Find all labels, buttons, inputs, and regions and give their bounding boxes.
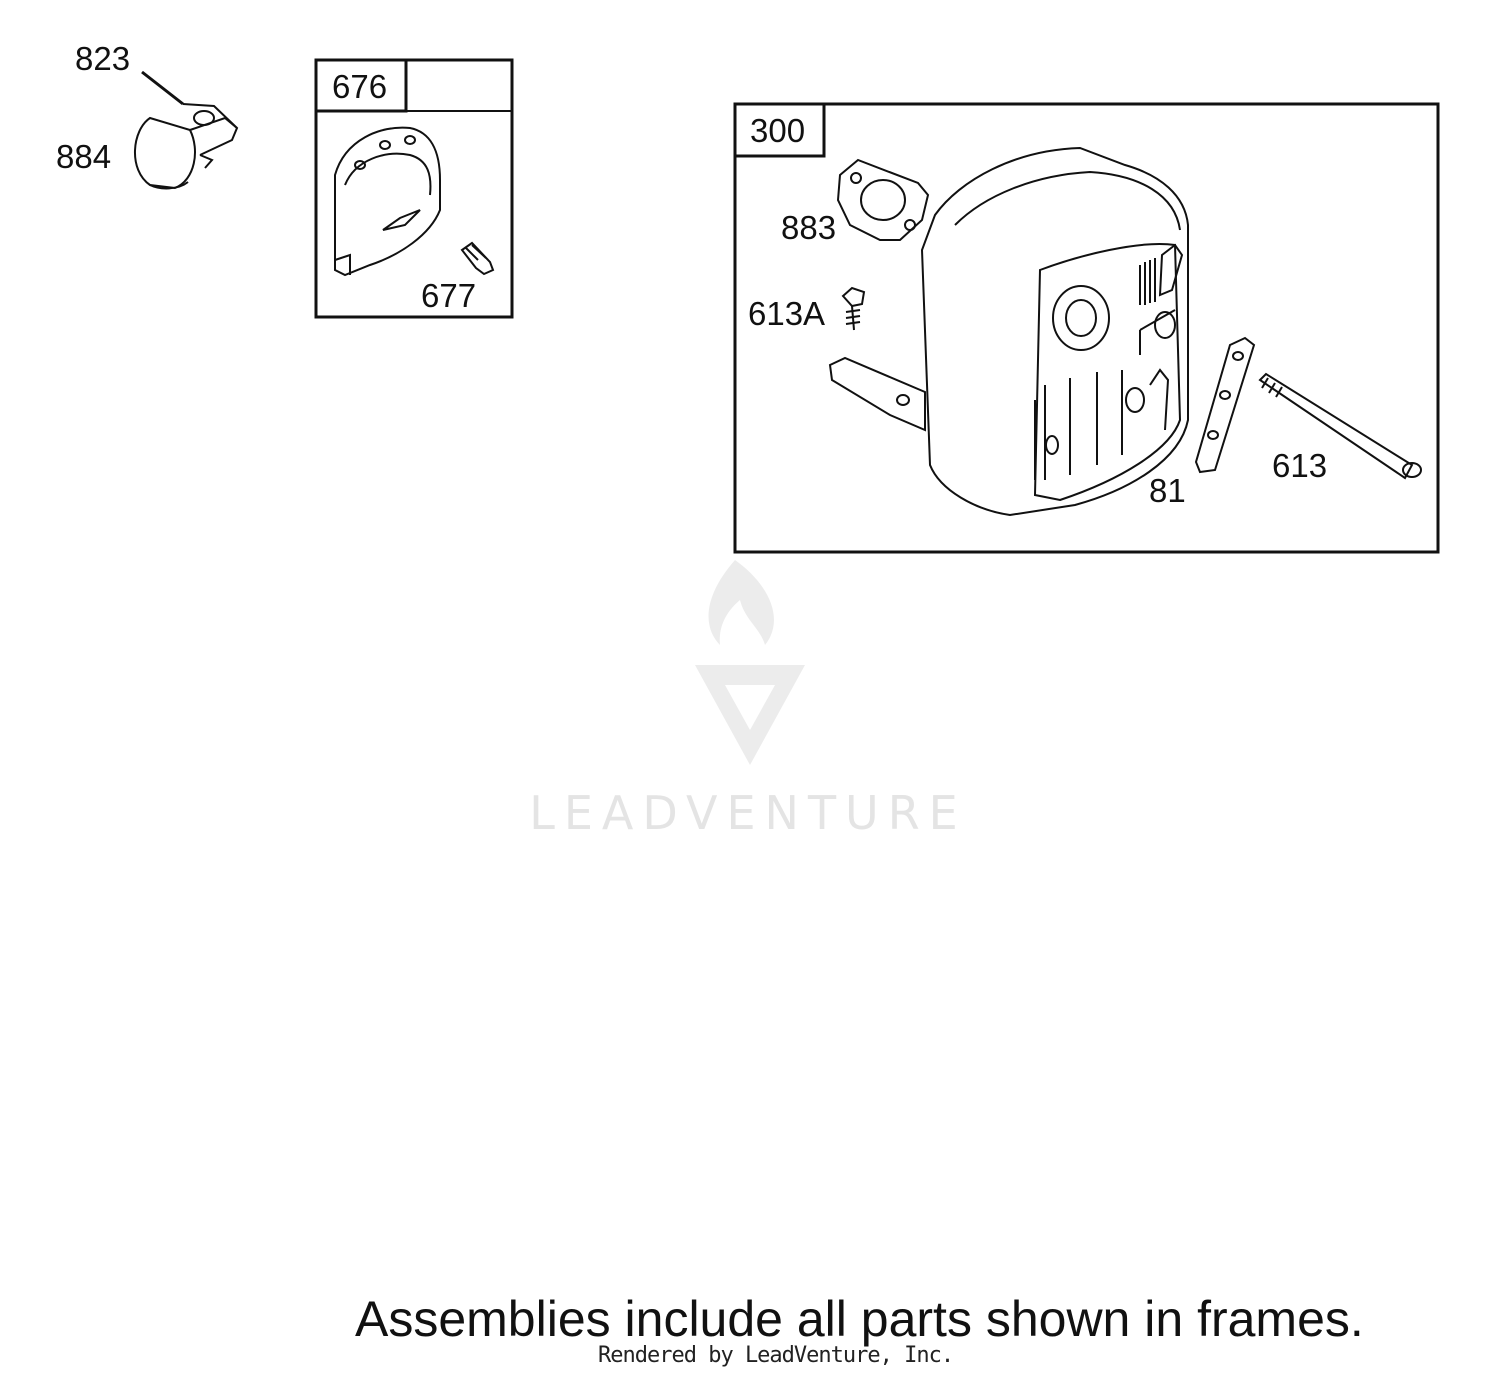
bolt-613A-part [841, 286, 866, 331]
screw-677-part [460, 241, 495, 276]
frame-300-tag: 300 [750, 112, 806, 149]
watermark-text: LEADVENTURE [529, 786, 967, 840]
leadventure-logo-watermark [695, 560, 805, 765]
frame-676-tag: 676 [332, 68, 388, 105]
muffler-part [828, 146, 1189, 517]
frame-676 [314, 58, 514, 319]
part-label-884: 884 [56, 138, 112, 175]
part-label-613A: 613A [748, 295, 826, 332]
rendered-by-credit: Rendered by LeadVenture, Inc. [598, 1343, 954, 1368]
part-label-823: 823 [75, 40, 131, 77]
gasket-part [836, 158, 930, 241]
assemblies-note: Assemblies include all parts shown in fr… [355, 1291, 1364, 1347]
part-label-677: 677 [421, 277, 477, 314]
muffler-guard-part [334, 126, 441, 277]
part-label-613: 613 [1272, 447, 1328, 484]
part-label-81: 81 [1149, 472, 1186, 509]
frame-300 [733, 102, 1440, 554]
clamp-part [134, 70, 239, 190]
part-label-883: 883 [781, 209, 837, 246]
bracket-81-part [1194, 336, 1256, 474]
tube-613-part [1258, 372, 1422, 480]
